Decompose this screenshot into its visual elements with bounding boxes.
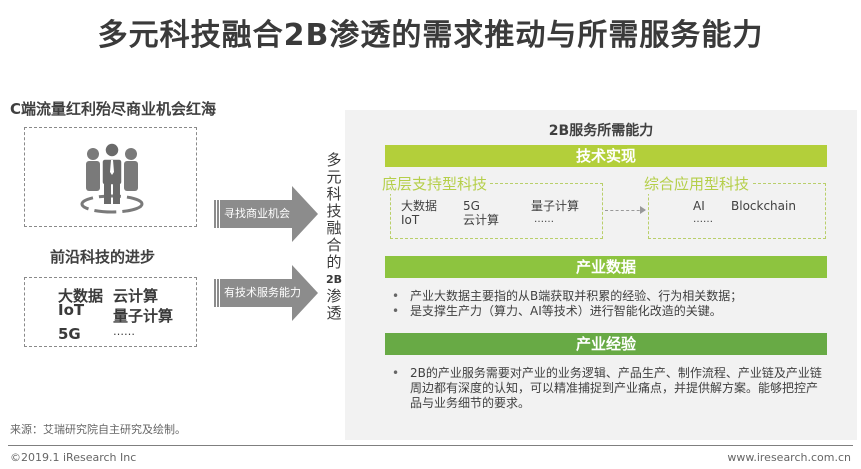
connector-line	[605, 210, 645, 211]
experience-section-header: 产业经验	[385, 333, 827, 355]
copyright: ©2019.1 iResearch Inc	[10, 451, 137, 464]
vertical-char: 合	[326, 236, 342, 254]
c-side-heading: C端流量红利殆尽商业机会红海	[10, 100, 217, 118]
base-tech-item: 大数据	[401, 199, 438, 213]
tech-item: 大数据	[58, 287, 104, 305]
vertical-label: 多 元 科 技 融 合 的 2B 渗 透	[324, 152, 344, 322]
bullet-item: 2B的产业服务需要对产业的业务逻辑、产品生产、制作流程、产业链及产业链周边都有深…	[388, 366, 828, 411]
applied-tech-label: 综合应用型科技	[644, 173, 753, 194]
arrow-right-icon	[292, 186, 318, 242]
arrow-right-icon	[292, 265, 318, 321]
vertical-char: 2B	[325, 273, 343, 286]
footer-divider	[8, 445, 853, 446]
website-link[interactable]: www.iresearch.com.cn	[727, 451, 851, 464]
tech-progress-box: 大数据 IoT 5G 云计算 量子计算 ……	[24, 277, 197, 347]
arrow-right-icon	[640, 206, 646, 214]
experience-bullets: 2B的产业服务需要对产业的业务逻辑、产品生产、制作流程、产业链及产业链周边都有深…	[388, 366, 828, 411]
arrow-seek-opportunity: 寻找商业机会	[208, 186, 318, 242]
panel-title: 2B服务所需能力	[548, 123, 654, 139]
data-bullets: 产业大数据主要指的从B端获取并积累的经验、行为相关数据； 是支撑生产力（算力、A…	[388, 289, 828, 319]
vertical-char: 的	[326, 253, 342, 271]
people-group-icon	[80, 142, 144, 214]
vertical-char: 科	[326, 185, 342, 203]
arrow-label: 有技术服务能力	[224, 286, 301, 299]
progress-heading: 前沿科技的进步	[50, 248, 156, 266]
vertical-char: 融	[326, 219, 342, 237]
base-tech-item: 5G	[463, 199, 480, 213]
tech-item: IoT	[58, 301, 85, 319]
base-tech-item: IoT	[401, 213, 420, 227]
people-box	[24, 127, 197, 227]
bullet-item: 产业大数据主要指的从B端获取并积累的经验、行为相关数据；	[388, 289, 828, 304]
arrow-label: 寻找商业机会	[224, 207, 290, 220]
applied-tech-item: AI	[693, 199, 705, 213]
base-tech-item: 云计算	[463, 213, 500, 227]
tech-item: 云计算	[113, 287, 159, 305]
tech-section-header: 技术实现	[385, 145, 827, 167]
tech-item: ……	[113, 325, 135, 338]
vertical-char: 技	[326, 202, 342, 220]
vertical-char: 元	[326, 168, 342, 186]
arrow-tech-service: 有技术服务能力	[208, 265, 318, 321]
page-title: 多元科技融合2B渗透的需求推动与所需服务能力	[97, 18, 764, 53]
tech-item: 5G	[58, 325, 81, 343]
base-tech-item: 量子计算	[531, 199, 580, 213]
base-tech-box: 大数据 IoT 5G 云计算 量子计算 ……	[390, 183, 603, 239]
applied-tech-item: Blockchain	[731, 199, 796, 213]
bullet-item: 是支撑生产力（算力、AI等技术）进行智能化改造的关键。	[388, 304, 828, 319]
applied-tech-item: ……	[693, 214, 713, 225]
vertical-char: 透	[326, 304, 342, 322]
vertical-char: 渗	[326, 287, 342, 305]
data-section-header: 产业数据	[385, 256, 827, 278]
source-note: 来源：艾瑞研究院自主研究及绘制。	[10, 423, 186, 436]
base-tech-item: ……	[534, 214, 554, 225]
tech-item: 量子计算	[113, 307, 174, 325]
base-tech-label: 底层支持型科技	[382, 173, 491, 194]
vertical-char: 多	[326, 151, 342, 169]
